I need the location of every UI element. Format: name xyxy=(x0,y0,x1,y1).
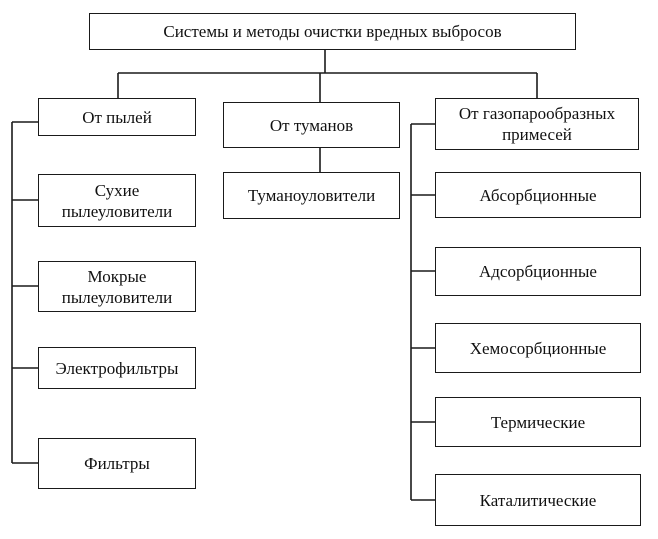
category-dust: От пылей xyxy=(38,98,196,136)
gas-item: Хемосорбционные xyxy=(435,323,641,373)
root-box: Системы и методы очистки вредных выбросо… xyxy=(89,13,576,50)
gas-item: Каталитические xyxy=(435,474,641,526)
mist-item: Туманоуловители xyxy=(223,172,400,219)
gas-item: Абсорбционные xyxy=(435,172,641,218)
dust-item: Электрофильтры xyxy=(38,347,196,389)
gas-item: Термические xyxy=(435,397,641,447)
category-gas: От газопарообразных примесей xyxy=(435,98,639,150)
category-mist: От туманов xyxy=(223,102,400,148)
dust-item: Мокрые пылеуловители xyxy=(38,261,196,312)
gas-item: Адсорбционные xyxy=(435,247,641,296)
dust-item: Фильтры xyxy=(38,438,196,489)
dust-item: Сухие пылеуловители xyxy=(38,174,196,227)
